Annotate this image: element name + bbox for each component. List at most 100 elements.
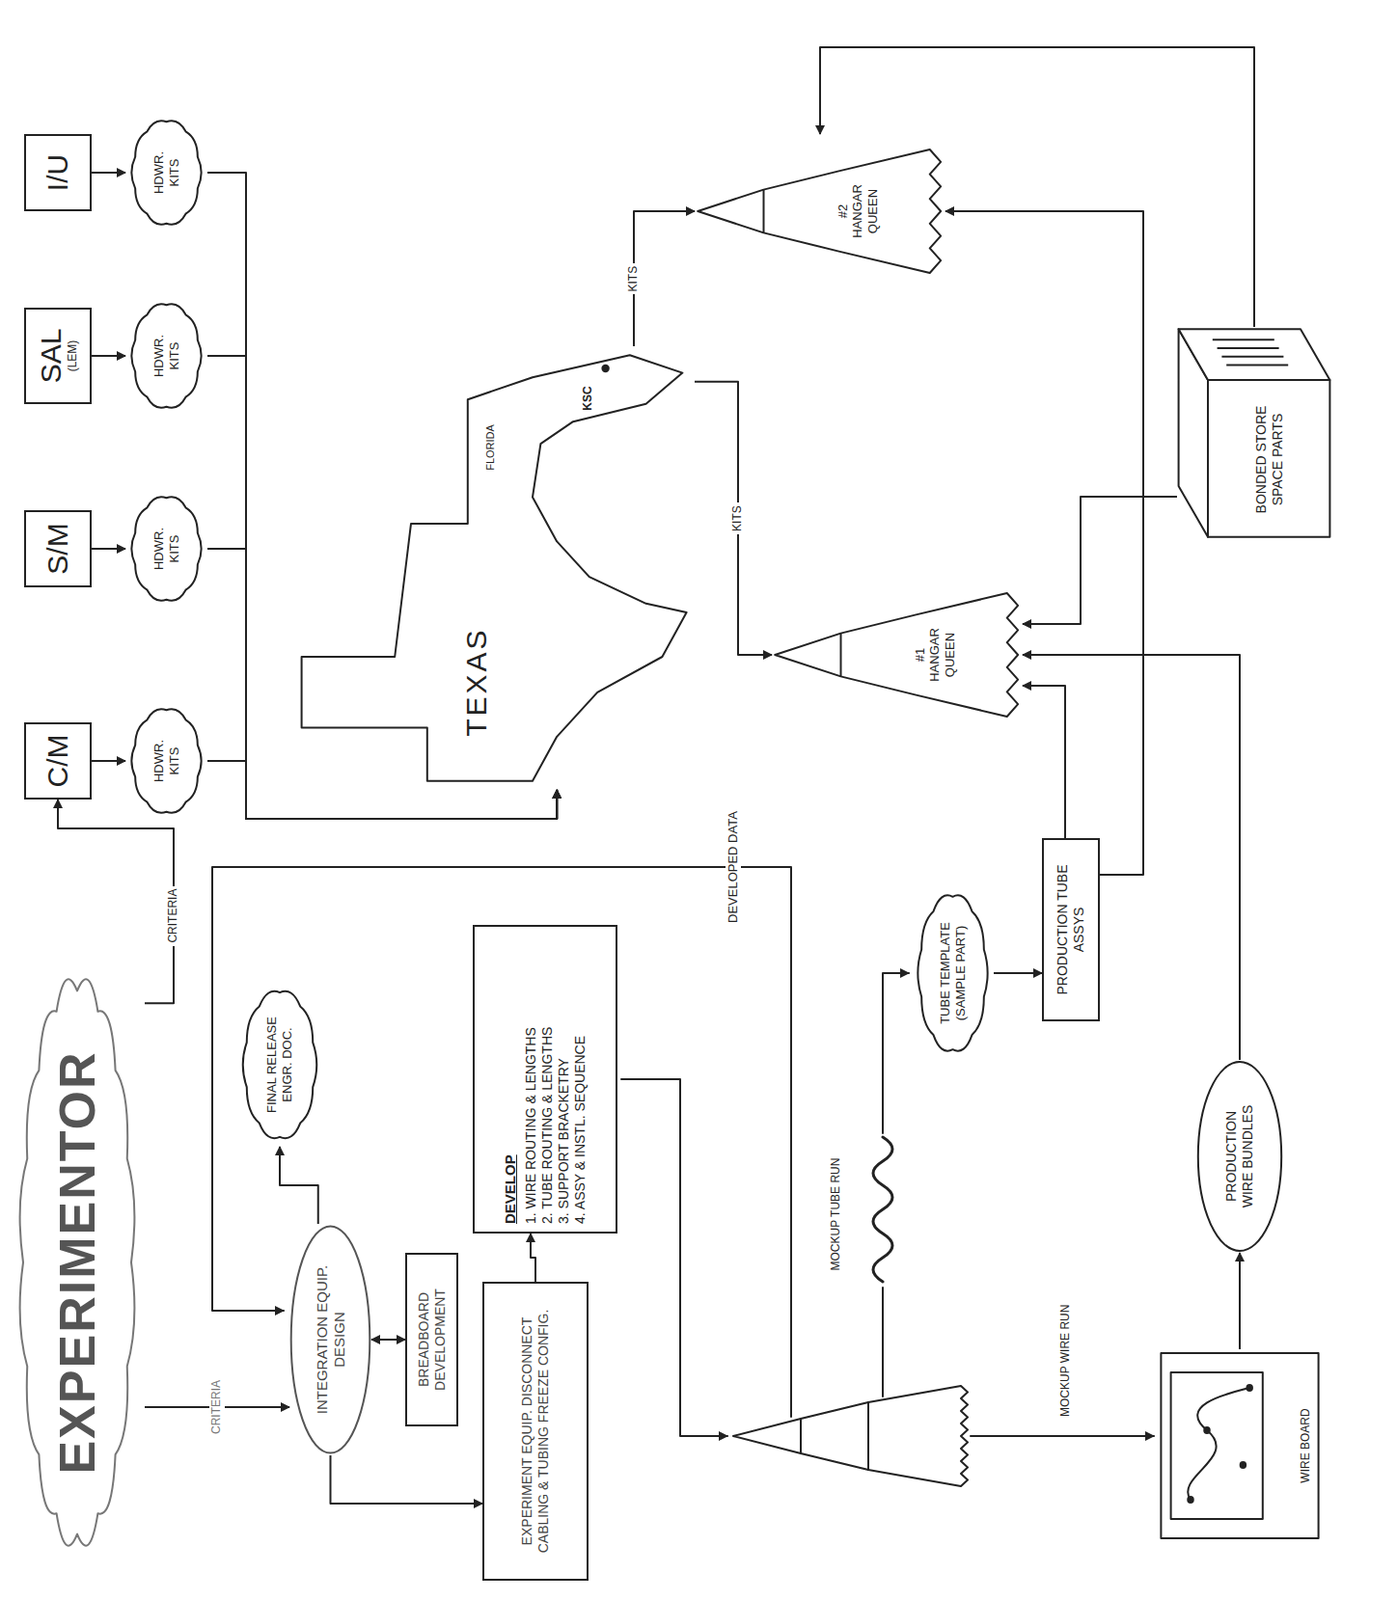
connector-label: KITS — [626, 263, 642, 296]
connector-label: CRITERIA — [165, 886, 182, 947]
flow-connector — [91, 760, 126, 763]
hangar-queen-rocket-outline — [694, 134, 946, 289]
rocket-seam — [867, 1402, 870, 1471]
node-text: #2 HANGAR QUEEN — [835, 180, 881, 243]
experimentor-cloud: EXPERIMENTOR — [9, 954, 145, 1572]
cloud-outline — [243, 991, 318, 1139]
drawing-note: DEVELOPED DATA — [725, 808, 742, 927]
text-area: #2 HANGAR QUEEN — [835, 180, 881, 243]
node-text: TEXAS — [459, 627, 494, 737]
kits-cloud: HDWR. KITS — [125, 114, 208, 231]
node-text: EXPERIMENT EQUIP. DISCONNECT CABLING & T… — [519, 1291, 552, 1572]
module-box: SAL(LEM) — [24, 307, 92, 405]
board-peg — [1203, 1426, 1210, 1435]
node-text: 1. WIRE ROUTING & LENGTHS — [522, 1027, 540, 1225]
flow-connector — [91, 547, 126, 550]
flow-connector — [993, 972, 1042, 975]
flow-connector — [1022, 496, 1178, 625]
flow-line — [881, 1287, 884, 1397]
node-text: KSC — [580, 385, 595, 411]
flow-connector — [91, 171, 126, 174]
board-peg — [1245, 1384, 1253, 1393]
board-wire — [1187, 1388, 1250, 1501]
node-text: HDWR. KITS — [151, 139, 182, 206]
kits-cloud: HDWR. KITS — [125, 491, 208, 607]
node-text: WIRE BOARD — [1298, 1349, 1313, 1543]
node-text: S/M — [40, 522, 76, 575]
kits-cloud: HDWR. KITS — [125, 298, 208, 414]
cloud-outline — [131, 120, 201, 225]
flow-line — [970, 1435, 1154, 1438]
wire-board-outline — [1157, 1349, 1322, 1543]
cloud-outline — [20, 979, 136, 1546]
node-text: TUBE TEMPLATE (SAMPLE PART) — [937, 911, 968, 1036]
node-text: C/M — [40, 735, 76, 789]
text-area: #1 HANGAR QUEEN — [912, 624, 959, 686]
module-box: S/M — [24, 510, 92, 588]
box-front — [1207, 380, 1330, 538]
node-text: HDWR. KITS — [151, 728, 182, 795]
design-ellipse: INTEGRATION EQUIP. DESIGN — [289, 1224, 372, 1456]
list-box: DEVELOP1. WIRE ROUTING & LENGTHS2. TUBE … — [472, 925, 618, 1234]
cloud-outline — [917, 895, 987, 1051]
node-text: HDWR. KITS — [151, 516, 182, 582]
board-frame — [1160, 1353, 1318, 1539]
node-text: I/U — [40, 154, 76, 192]
release-cloud: FINAL RELEASE ENGR. DOC. — [236, 983, 324, 1148]
cloud-outline — [131, 709, 201, 814]
flow-connector — [530, 1233, 536, 1283]
board-panel — [1171, 1372, 1263, 1520]
template-cloud: TUBE TEMPLATE (SAMPLE PART) — [911, 886, 994, 1061]
node-text: PRODUCTION WIRE BUNDLES — [1223, 1095, 1257, 1219]
ellipse-outline — [1198, 1062, 1282, 1252]
hangar-queen-rocket: #2 HANGAR QUEEN — [694, 134, 946, 289]
rocket-outline — [697, 149, 941, 274]
flow-connector — [330, 1455, 484, 1505]
drawing-note: MOCKUP WIRE RUN — [1058, 1302, 1074, 1421]
node-text: 2. TUBE ROUTING & LENGTHS — [539, 1027, 556, 1225]
module-box: C/M — [24, 722, 92, 800]
wire-board: WIRE BOARD — [1157, 1349, 1322, 1543]
site-dot — [601, 364, 609, 373]
node-text: 4. ASSY & INSTL. SEQUENCE — [572, 1036, 589, 1225]
flow-connector — [57, 799, 174, 1004]
flow-line — [621, 1079, 728, 1437]
connector-label: KITS — [730, 502, 746, 535]
flow-connector — [371, 1339, 406, 1342]
node-text: SAL — [36, 328, 66, 384]
hangar-queen-rocket-outline — [771, 577, 1023, 733]
text-area: WIRE BOARD — [1298, 1349, 1313, 1543]
node-text: PRODUCTION TUBE ASSYS — [1054, 848, 1088, 1013]
text-area: BONDED STORE SPACE PARTS — [1207, 380, 1332, 540]
mockup-tube — [873, 1137, 893, 1283]
rocket-seam — [840, 633, 843, 678]
kits-cloud: HDWR. KITS — [125, 703, 208, 820]
node-text: DEVELOP — [501, 1154, 520, 1225]
connector-label: CRITERIA — [209, 1377, 225, 1438]
flow-connector — [945, 211, 1144, 876]
process-box: BREADBOARD DEVELOPMENT — [405, 1253, 459, 1427]
flow-connector — [1022, 655, 1240, 1061]
node-text: FLORIDA — [484, 424, 497, 471]
node-text: INTEGRATION EQUIP. DESIGN — [313, 1259, 349, 1422]
bundle-ellipse: PRODUCTION WIRE BUNDLES — [1196, 1060, 1284, 1254]
ellipse-outline — [291, 1226, 371, 1453]
rocket-seam — [763, 190, 766, 234]
module-box: I/U — [24, 134, 92, 212]
board-peg — [1186, 1496, 1194, 1505]
mockup-rocket — [733, 1386, 968, 1487]
rocket-outline — [774, 593, 1018, 717]
flow-connector — [1238, 1253, 1241, 1350]
flow-connector — [91, 355, 126, 357]
box-side — [1178, 328, 1331, 381]
node-text: (LEM) — [65, 340, 80, 373]
flow-line — [882, 973, 909, 1134]
rocket-seam — [799, 1419, 802, 1454]
map-region: TEXAS FLORIDA KSC — [289, 346, 695, 791]
store-box: BONDED STORE SPACE PARTS — [1177, 327, 1332, 540]
cloud-outline — [131, 303, 201, 409]
process-box: EXPERIMENT EQUIP. DISCONNECT CABLING & T… — [482, 1282, 589, 1582]
node-text: HDWR. KITS — [151, 323, 182, 389]
flow-connector — [1022, 685, 1066, 839]
node-text: BREADBOARD DEVELOPMENT — [415, 1262, 449, 1418]
